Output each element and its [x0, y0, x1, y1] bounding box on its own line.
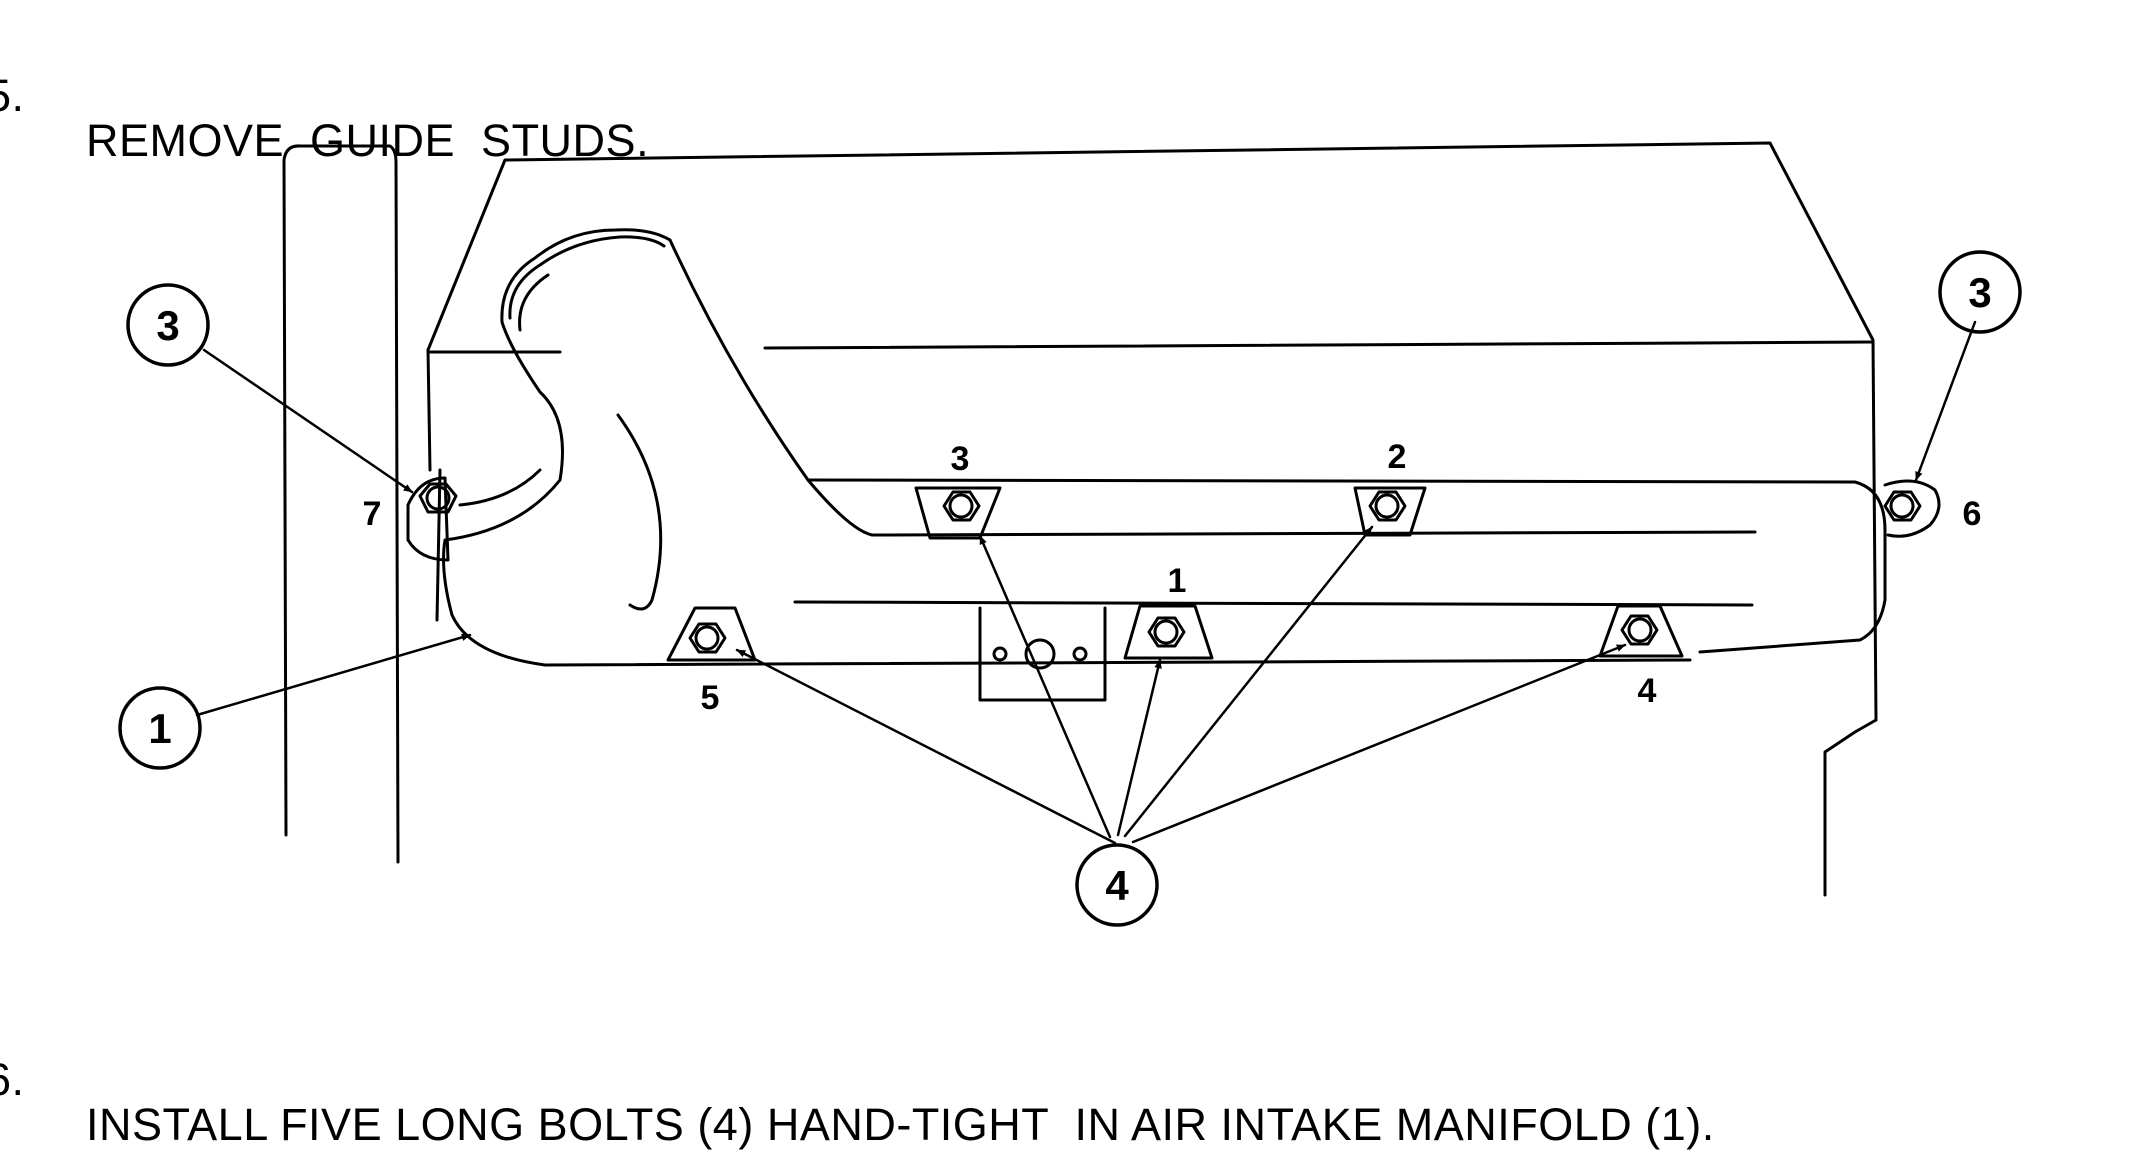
center-bracket	[978, 606, 1107, 702]
bolt-hole-7	[406, 476, 458, 562]
callout-3-left: 3	[126, 283, 210, 367]
sequence-number-5: 5	[701, 679, 720, 717]
bolt-hole-4	[1598, 604, 1684, 658]
vertical-pipe	[282, 144, 400, 864]
callout-1: 1	[118, 686, 202, 770]
step-install-long-bolts: 6. INSTALL FIVE LONG BOLTS (4) HAND-TIGH…	[0, 1012, 1714, 1147]
sequence-numbers: 1 2 3 4 5 6 7	[363, 438, 1982, 717]
step-remove-guide-studs: 5. REMOVE GUIDE STUDS.	[0, 28, 649, 163]
manifold-body	[442, 228, 1887, 667]
callout-3-right: 3	[1938, 250, 2022, 334]
step-number: 5.	[0, 70, 25, 121]
bolt-hole-2	[1353, 486, 1427, 537]
step-text: REMOVE GUIDE STUDS.	[86, 115, 650, 166]
sequence-number-6: 6	[1963, 495, 1982, 533]
callout-4: 4	[1075, 843, 1159, 927]
leader-lines	[195, 320, 1977, 845]
callout-label: 4	[1105, 862, 1129, 909]
step-text: INSTALL FIVE LONG BOLTS (4) HAND-TIGHT I…	[86, 1099, 1715, 1150]
step-number: 6.	[0, 1054, 25, 1105]
callout-label: 3	[1968, 269, 1991, 316]
sequence-number-2: 2	[1388, 438, 1407, 476]
engine-block-outline	[426, 141, 1878, 897]
bolt-hole-3	[914, 486, 1002, 540]
callout-label: 1	[148, 705, 171, 752]
manifold-installation-diagram: 3 3 1 4 1 2 3 4 5 6 7	[118, 141, 2022, 927]
sequence-number-4: 4	[1638, 672, 1657, 710]
bolt-hole-1	[1123, 604, 1214, 660]
sequence-number-7: 7	[363, 495, 382, 533]
callout-label: 3	[156, 302, 179, 349]
sequence-number-1: 1	[1168, 562, 1187, 600]
bolt-hole-6	[1883, 479, 1941, 538]
sequence-number-3: 3	[951, 440, 970, 478]
